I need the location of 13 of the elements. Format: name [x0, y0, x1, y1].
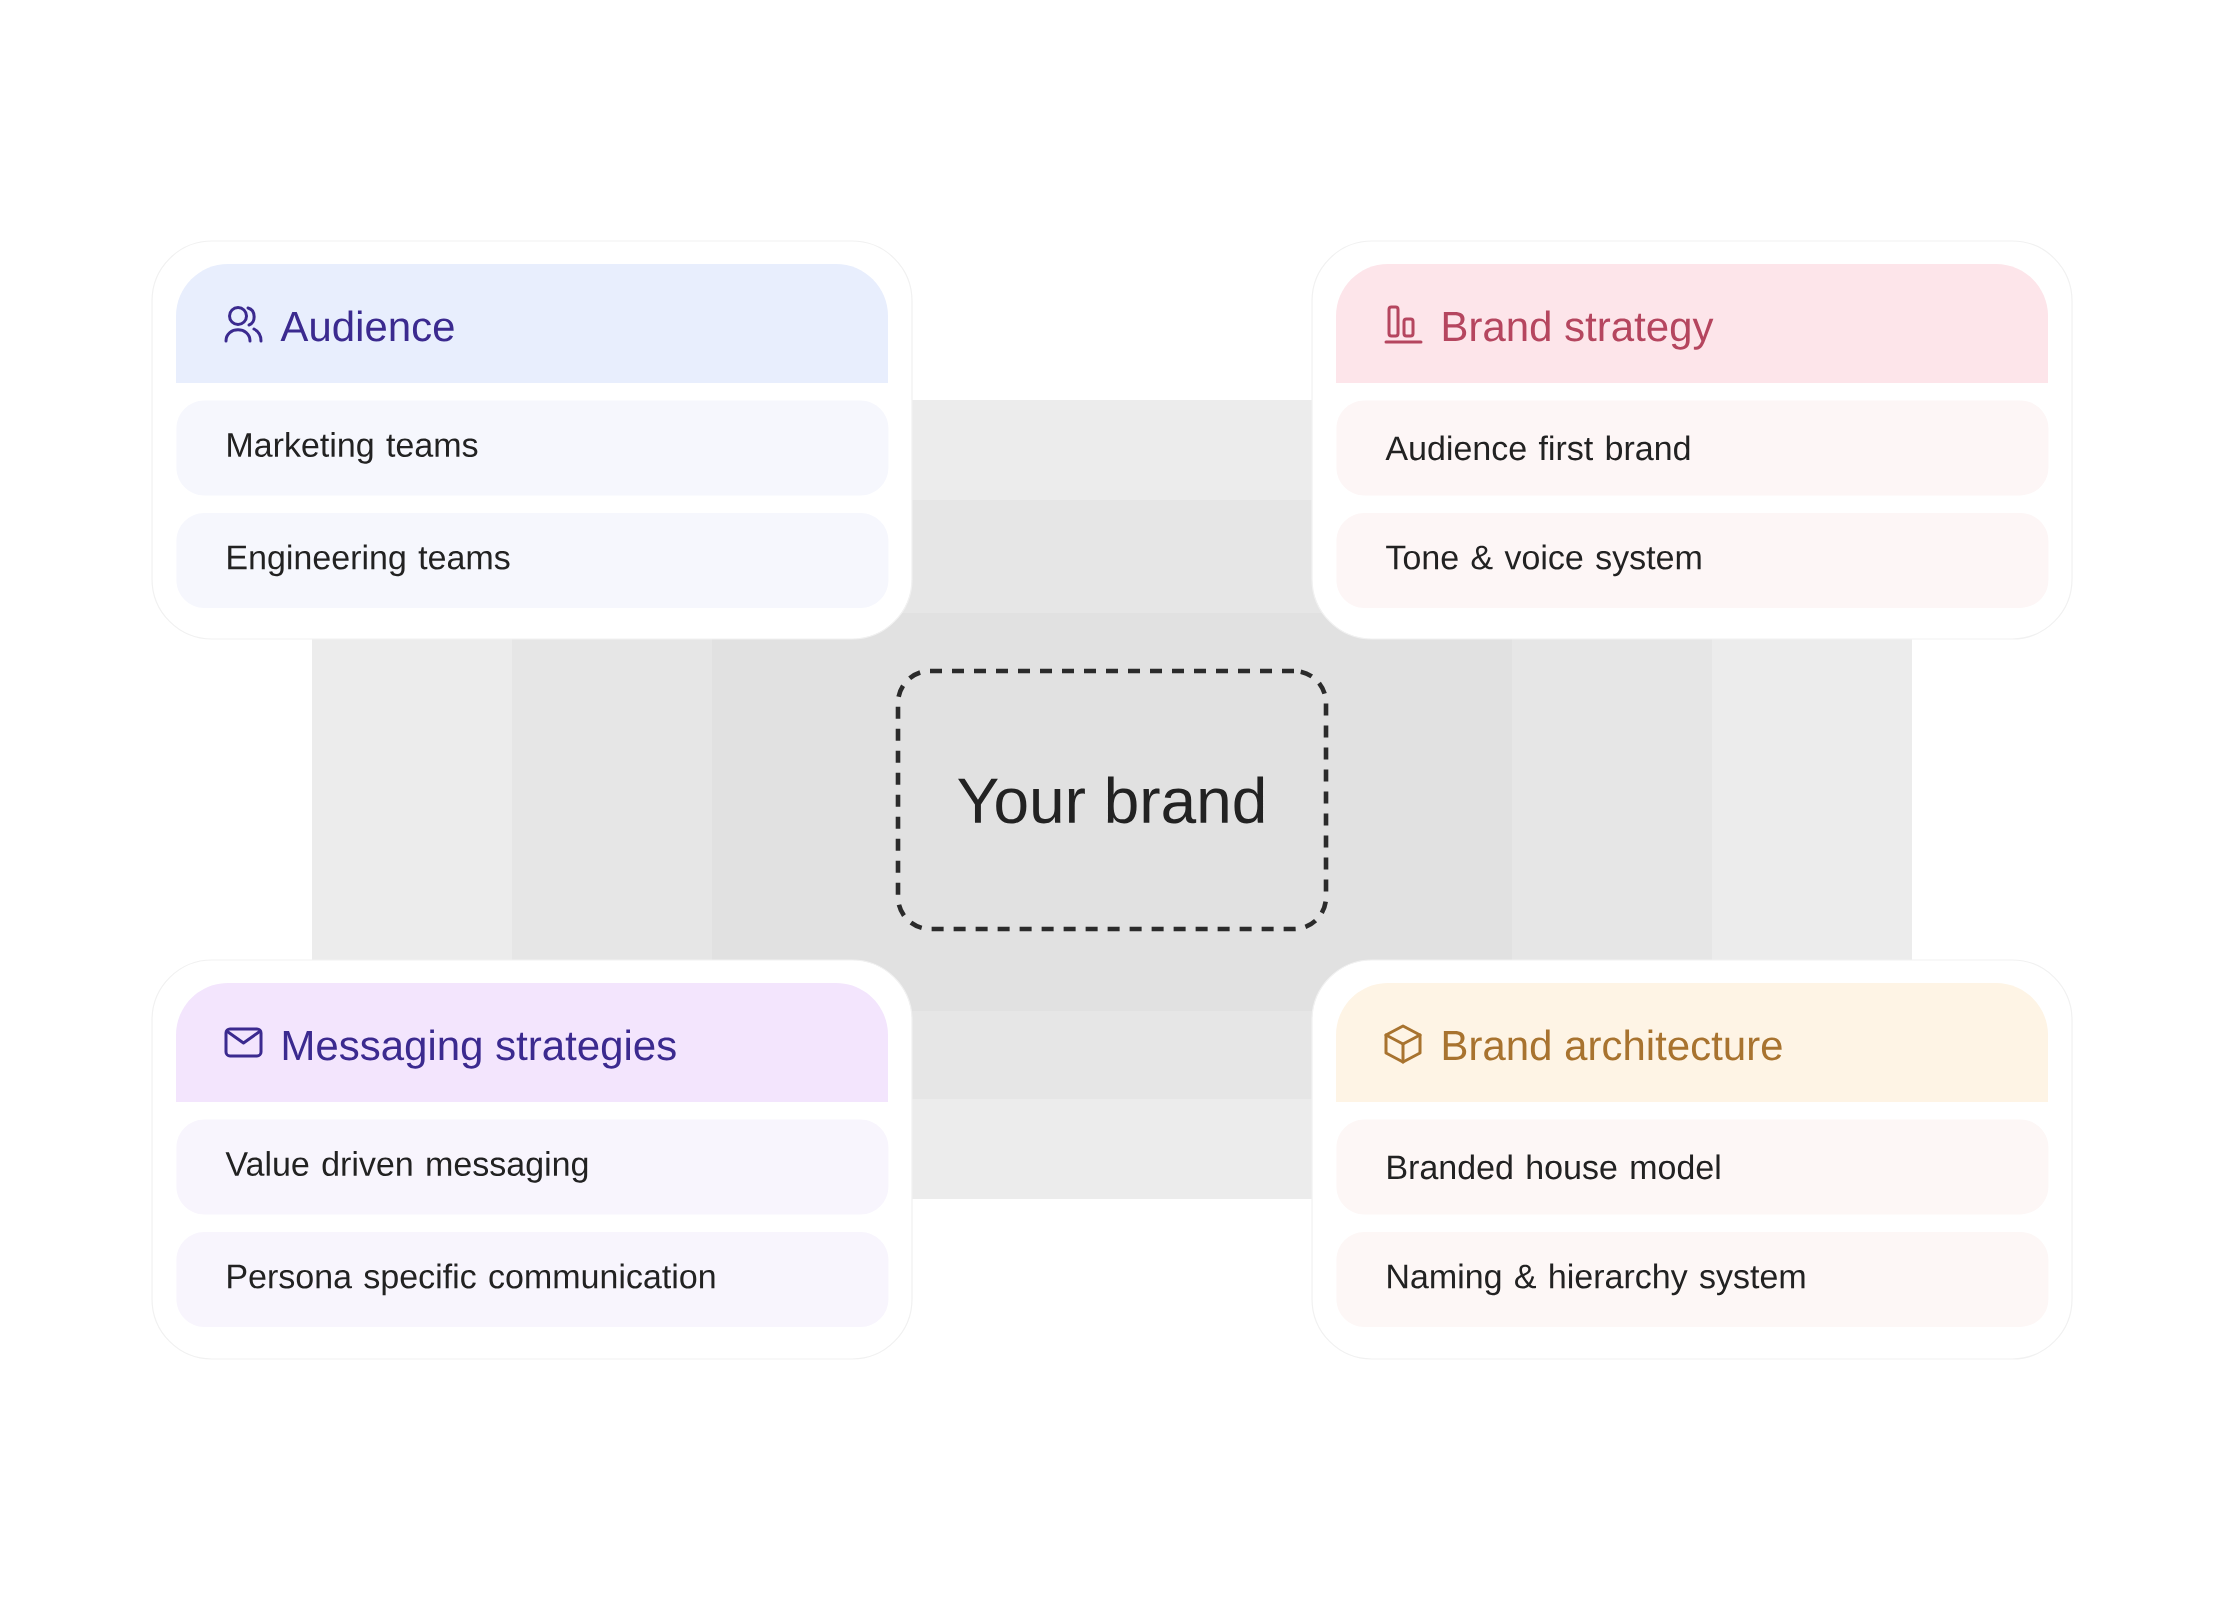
- list-item: Value driven messaging: [176, 1119, 889, 1215]
- list-item: Tone & voice system: [1336, 512, 2049, 608]
- card-header: Brand architecture: [1336, 983, 2048, 1102]
- list-item: Persona specific communication: [176, 1231, 889, 1327]
- card-header: Brand strategy: [1336, 264, 2048, 383]
- list-item: Engineering teams: [176, 512, 889, 608]
- card-header: Messaging strategies: [176, 983, 888, 1102]
- card-header: Audience: [176, 264, 888, 383]
- list-item: Branded house model: [1336, 1119, 2049, 1215]
- list-item: Naming & hierarchy system: [1336, 1231, 2049, 1327]
- list-item: Audience first brand: [1336, 400, 2049, 496]
- list-item: Marketing teams: [176, 400, 889, 496]
- dashed-box: Your brand: [895, 668, 1329, 932]
